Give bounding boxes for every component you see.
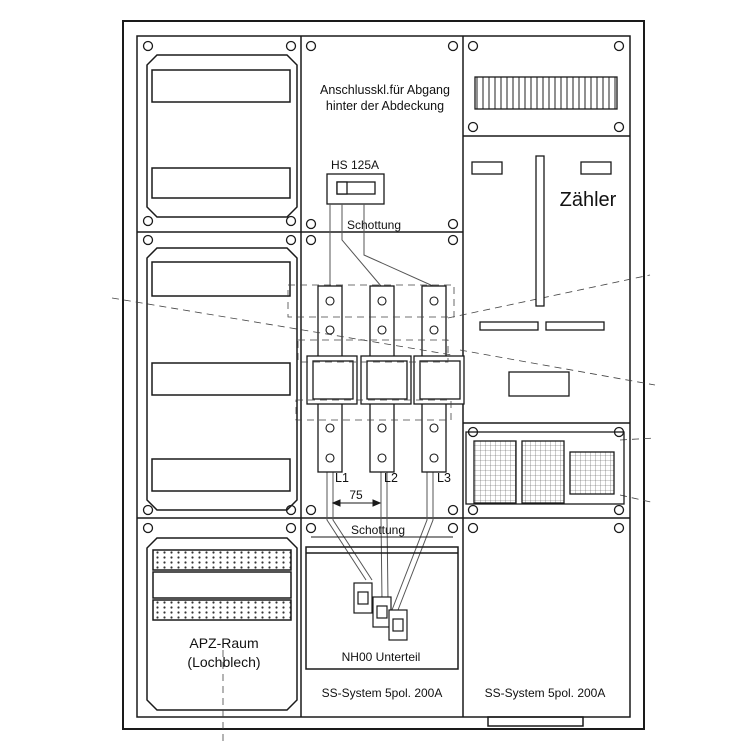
- fuse-contacts: [325, 296, 439, 463]
- phase-label-l2: L2: [384, 471, 398, 485]
- connection-terminal-sublabel: hinter der Abdeckung: [326, 99, 444, 113]
- fuse-holders: [306, 285, 465, 473]
- left-cover-panels: [146, 54, 298, 511]
- dashed-overlay: [111, 274, 656, 745]
- busbar-label-center: SS-System 5pol. 200A: [322, 686, 443, 700]
- right-grid-module: [465, 431, 625, 505]
- right-terminal-strip: [474, 76, 618, 110]
- wiring: [326, 204, 434, 611]
- main-switch: [326, 173, 385, 205]
- apz-perforated-panel: [146, 537, 298, 711]
- connection-terminal-label: Anschlusskl.für Abgang: [320, 83, 450, 97]
- main-switch-label: HS 125A: [331, 158, 379, 172]
- dimension-arrow: [331, 499, 382, 507]
- apz-label: APZ-Raum: [189, 635, 258, 651]
- nh00-fuse-units: [353, 582, 408, 641]
- partition-label-upper: Schottung: [347, 218, 401, 232]
- apz-sublabel: (Lochblech): [187, 654, 260, 670]
- cabinet: [122, 20, 645, 730]
- meter-label: Zähler: [560, 189, 617, 211]
- meter-slots: [471, 155, 612, 397]
- phase-label-l3: L3: [437, 471, 451, 485]
- partition-label-lower: Schottung: [351, 523, 405, 537]
- nh00-label: NH00 Unterteil: [342, 650, 421, 664]
- mounting-screws: [142, 40, 625, 534]
- phase-label-l1: L1: [335, 471, 349, 485]
- nh00-base-frame: [305, 546, 459, 670]
- dimension-label: 75: [349, 488, 363, 502]
- busbar-label-right: SS-System 5pol. 200A: [485, 686, 606, 700]
